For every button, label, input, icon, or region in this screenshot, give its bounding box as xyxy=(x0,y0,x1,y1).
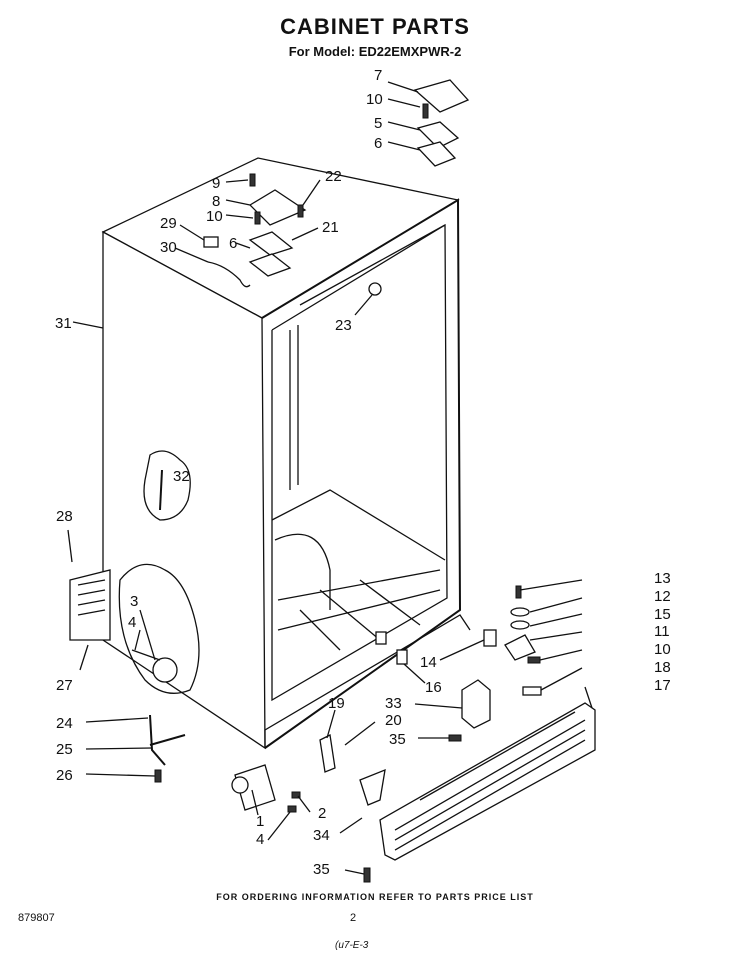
callout-12: 12 xyxy=(654,588,671,605)
callout-30: 30 xyxy=(160,239,177,256)
clip-18 xyxy=(522,686,542,696)
callout-28: 28 xyxy=(56,508,73,525)
callout-31: 31 xyxy=(55,315,72,332)
callout-10: 10 xyxy=(366,91,383,108)
handwritten-mark: (u7-E-3 xyxy=(335,940,369,951)
callout-3: 3 xyxy=(130,593,138,610)
cutout-compressor xyxy=(118,563,200,694)
cabinet-body xyxy=(101,157,471,750)
callout-6: 6 xyxy=(374,135,382,152)
ordering-note: FOR ORDERING INFORMATION REFER TO PARTS … xyxy=(216,892,534,902)
callout-18: 18 xyxy=(654,659,671,676)
callout-16: 16 xyxy=(425,679,442,696)
hinge-lower-right xyxy=(483,585,541,664)
wire-bracket xyxy=(69,569,111,641)
callout-17: 17 xyxy=(654,677,671,694)
callout-25: 25 xyxy=(56,741,73,758)
callout-15: 15 xyxy=(654,606,671,623)
callout-26: 26 xyxy=(56,767,73,784)
callout-35b: 35 xyxy=(313,861,330,878)
callout-13: 13 xyxy=(654,570,671,587)
model-subtitle: For Model: ED22EMXPWR-2 xyxy=(288,44,462,59)
callout-20: 20 xyxy=(385,712,402,729)
callout-19: 19 xyxy=(328,695,345,712)
callout-8: 8 xyxy=(212,193,220,210)
callout-2: 2 xyxy=(318,805,326,822)
callout-9: 9 xyxy=(212,175,220,192)
cutout-drain xyxy=(143,450,191,521)
callout-23: 23 xyxy=(335,317,352,334)
callout-35: 35 xyxy=(389,731,406,748)
water-line xyxy=(149,714,166,766)
callout-14: 14 xyxy=(420,654,437,671)
bracket-19 xyxy=(319,734,336,773)
bracket-34 xyxy=(359,768,386,806)
leader-lines xyxy=(67,81,593,875)
callout-27: 27 xyxy=(56,677,73,694)
document-code: 879807 xyxy=(18,912,55,924)
callout-10c: 10 xyxy=(654,641,671,658)
plug-23 xyxy=(368,282,382,296)
callout-34: 34 xyxy=(313,827,330,844)
callout-labels: 7 10 5 6 9 22 8 10 29 21 6 30 23 31 32 2… xyxy=(55,67,671,878)
grille-bracket-33 xyxy=(461,679,491,729)
callout-4: 4 xyxy=(128,614,136,631)
callout-11: 11 xyxy=(654,623,670,640)
callout-22: 22 xyxy=(325,168,342,185)
hinge-top-right xyxy=(413,79,470,167)
toe-grille xyxy=(379,702,596,861)
callout-21: 21 xyxy=(322,219,339,236)
callout-33: 33 xyxy=(385,695,402,712)
callout-29: 29 xyxy=(160,215,177,232)
page-number: 2 xyxy=(350,912,357,924)
callout-5: 5 xyxy=(374,115,382,132)
callout-10b: 10 xyxy=(206,208,223,225)
callout-1: 1 xyxy=(256,813,264,830)
hinge-top-left xyxy=(203,173,307,288)
callout-4b: 4 xyxy=(256,831,264,848)
callout-24: 24 xyxy=(56,715,73,732)
callout-6b: 6 xyxy=(229,235,237,252)
page-title: CABINET PARTS xyxy=(280,14,470,39)
hinge-bottom-left xyxy=(231,764,301,813)
shim-16 xyxy=(396,649,408,665)
callout-32: 32 xyxy=(173,468,190,485)
callout-7: 7 xyxy=(374,67,382,84)
